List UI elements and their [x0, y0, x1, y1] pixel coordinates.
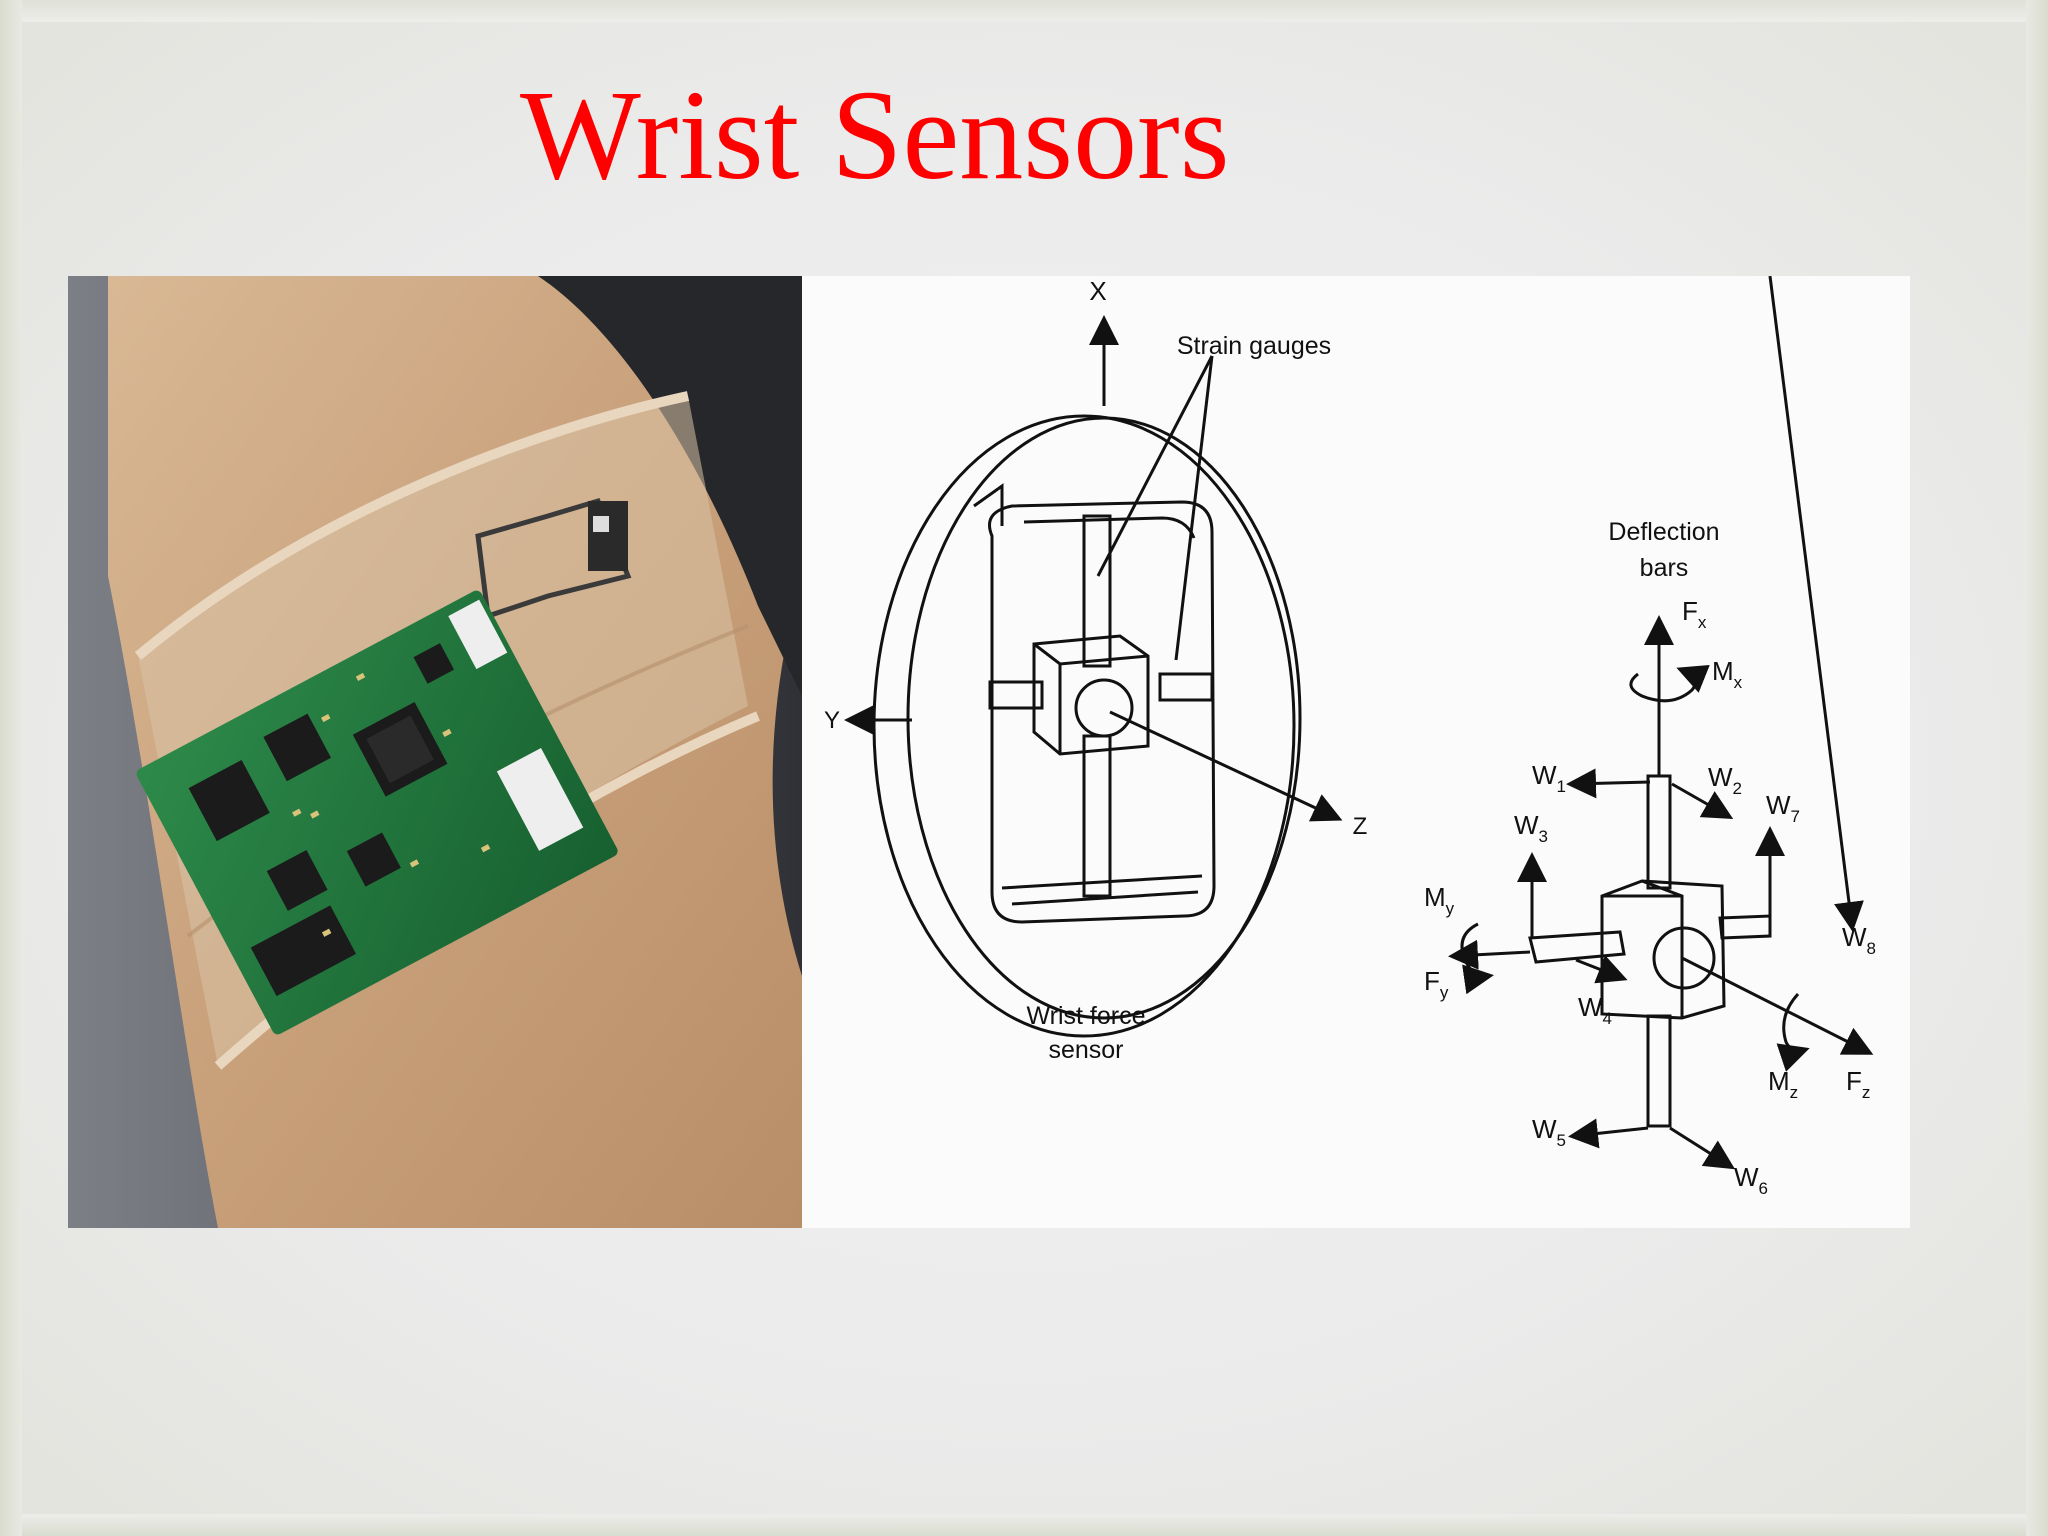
deflection-bars-drawing — [1448, 276, 1874, 1170]
label-w6: W6 — [1734, 1162, 1768, 1198]
label-w1: W1 — [1532, 760, 1566, 796]
label-w2: W2 — [1708, 762, 1742, 798]
wrist-sensor-photo — [68, 276, 802, 1228]
label-w8: W8 — [1842, 922, 1876, 958]
axis-z-label: Z — [1353, 813, 1368, 840]
label-my: My — [1424, 882, 1455, 918]
label-mz: Mz — [1768, 1066, 1798, 1102]
slide-title: Wrist Sensors — [520, 64, 1230, 206]
deflection-label-line1: Deflection — [1608, 518, 1719, 546]
label-fz: Fz — [1846, 1066, 1870, 1102]
slide-frame-left — [0, 0, 22, 1536]
label-w3: W3 — [1514, 810, 1548, 846]
label-fx: Fx — [1682, 596, 1707, 632]
axis-y-label: Y — [824, 707, 840, 734]
wrist-force-label-line1: Wrist force — [1027, 1002, 1146, 1030]
wrist-force-label-line2: sensor — [1048, 1036, 1123, 1064]
label-w5: W5 — [1532, 1114, 1566, 1150]
label-mx: Mx — [1712, 656, 1743, 692]
label-w4: W4 — [1578, 992, 1612, 1028]
wrist-force-sensor-diagram: X Y Z Strain gauges Wrist force sensor D… — [802, 276, 1910, 1228]
strain-gauges-label: Strain gauges — [1177, 332, 1331, 360]
slide-frame-bottom — [0, 1514, 2048, 1536]
label-fy: Fy — [1424, 966, 1449, 1002]
slide-frame-right — [2026, 0, 2048, 1536]
deflection-label-line2: bars — [1640, 554, 1689, 582]
label-w7: W7 — [1766, 790, 1800, 826]
slide-frame-top — [0, 0, 2048, 22]
wrist-force-sensor-drawing — [872, 414, 1302, 1038]
axis-x-label: X — [1089, 276, 1106, 306]
